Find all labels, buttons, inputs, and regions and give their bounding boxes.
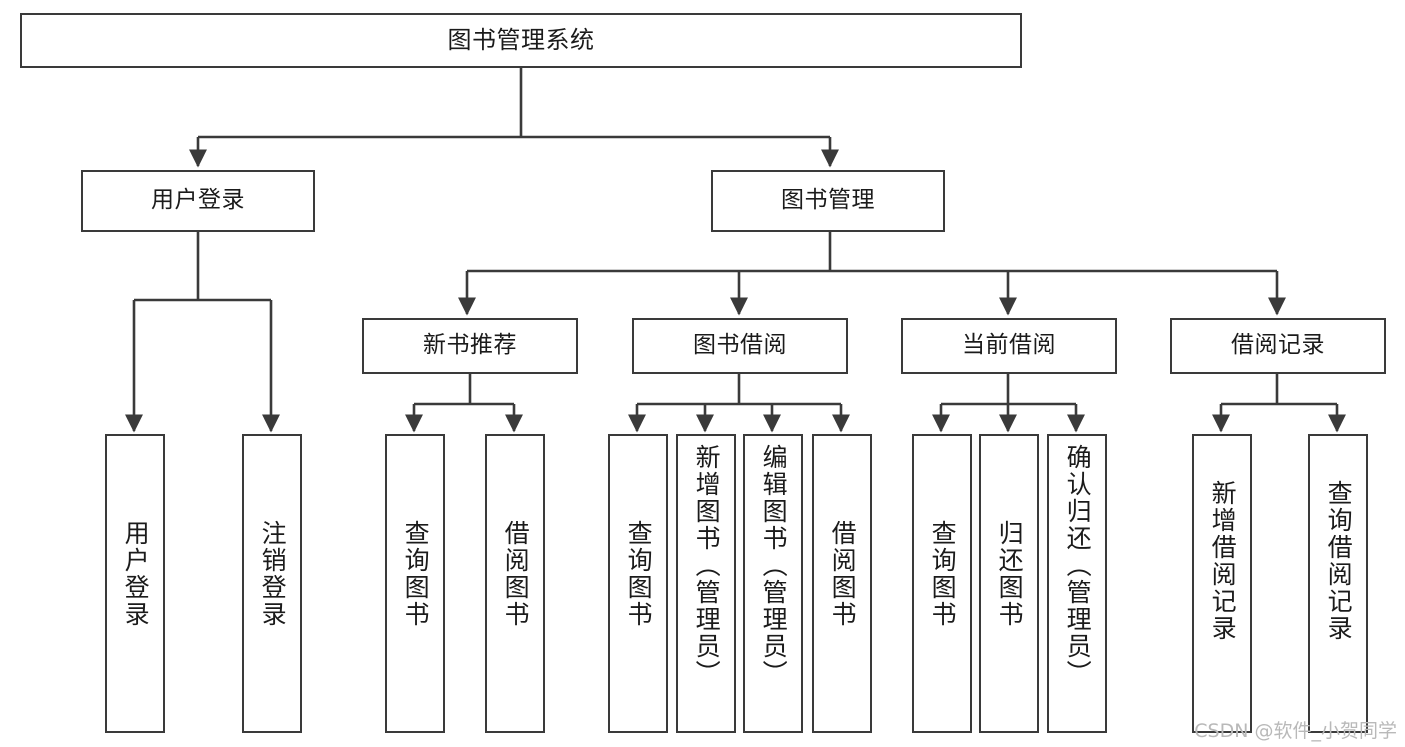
node-leaf-borrow-book-1-label: 借阅图书	[501, 520, 531, 628]
node-leaf-query-book-3-label: 查询图书	[928, 520, 958, 628]
node-leaf-confirm-return-label: 确认归还（管理员）	[1063, 444, 1093, 687]
node-leaf-query-book-3[interactable]: 查询图书	[912, 434, 972, 733]
node-leaf-return-book-label: 归还图书	[995, 520, 1025, 628]
node-user-login[interactable]: 用户登录	[81, 170, 315, 232]
node-book-manage[interactable]: 图书管理	[711, 170, 945, 232]
node-leaf-query-book-1-label: 查询图书	[401, 520, 431, 628]
node-borrow-record[interactable]: 借阅记录	[1170, 318, 1386, 374]
node-new-book-recommend-label: 新书推荐	[423, 332, 517, 359]
node-leaf-query-book-2-label: 查询图书	[624, 520, 654, 628]
node-leaf-add-record-label: 新增借阅记录	[1208, 480, 1238, 642]
node-leaf-logout-login-label: 注销登录	[258, 520, 288, 628]
node-current-borrow[interactable]: 当前借阅	[901, 318, 1117, 374]
csdn-watermark: CSDN @软件_小贺同学	[1194, 720, 1397, 742]
node-leaf-edit-book[interactable]: 编辑图书（管理员）	[743, 434, 803, 733]
node-new-book-recommend[interactable]: 新书推荐	[362, 318, 578, 374]
node-borrow-record-label: 借阅记录	[1231, 332, 1325, 359]
node-root[interactable]: 图书管理系统	[20, 13, 1022, 68]
node-leaf-borrow-book-2[interactable]: 借阅图书	[812, 434, 872, 733]
node-leaf-query-record-label: 查询借阅记录	[1324, 480, 1354, 642]
node-leaf-edit-book-label: 编辑图书（管理员）	[759, 444, 789, 687]
node-book-borrow-label: 图书借阅	[693, 332, 787, 359]
node-leaf-borrow-book-2-label: 借阅图书	[828, 520, 858, 628]
node-root-label: 图书管理系统	[447, 26, 595, 55]
node-leaf-add-book[interactable]: 新增图书（管理员）	[676, 434, 736, 733]
node-leaf-add-book-label: 新增图书（管理员）	[692, 444, 722, 687]
node-book-manage-label: 图书管理	[781, 187, 875, 214]
node-leaf-query-book-1[interactable]: 查询图书	[385, 434, 445, 733]
node-leaf-return-book[interactable]: 归还图书	[979, 434, 1039, 733]
node-leaf-borrow-book-1[interactable]: 借阅图书	[485, 434, 545, 733]
node-leaf-user-login[interactable]: 用户登录	[105, 434, 165, 733]
node-current-borrow-label: 当前借阅	[962, 332, 1056, 359]
node-leaf-user-login-label: 用户登录	[121, 520, 151, 628]
node-leaf-add-record[interactable]: 新增借阅记录	[1192, 434, 1252, 733]
node-leaf-confirm-return[interactable]: 确认归还（管理员）	[1047, 434, 1107, 733]
node-leaf-query-book-2[interactable]: 查询图书	[608, 434, 668, 733]
node-user-login-label: 用户登录	[151, 187, 245, 214]
node-book-borrow[interactable]: 图书借阅	[632, 318, 848, 374]
node-leaf-query-record[interactable]: 查询借阅记录	[1308, 434, 1368, 733]
node-leaf-logout-login[interactable]: 注销登录	[242, 434, 302, 733]
